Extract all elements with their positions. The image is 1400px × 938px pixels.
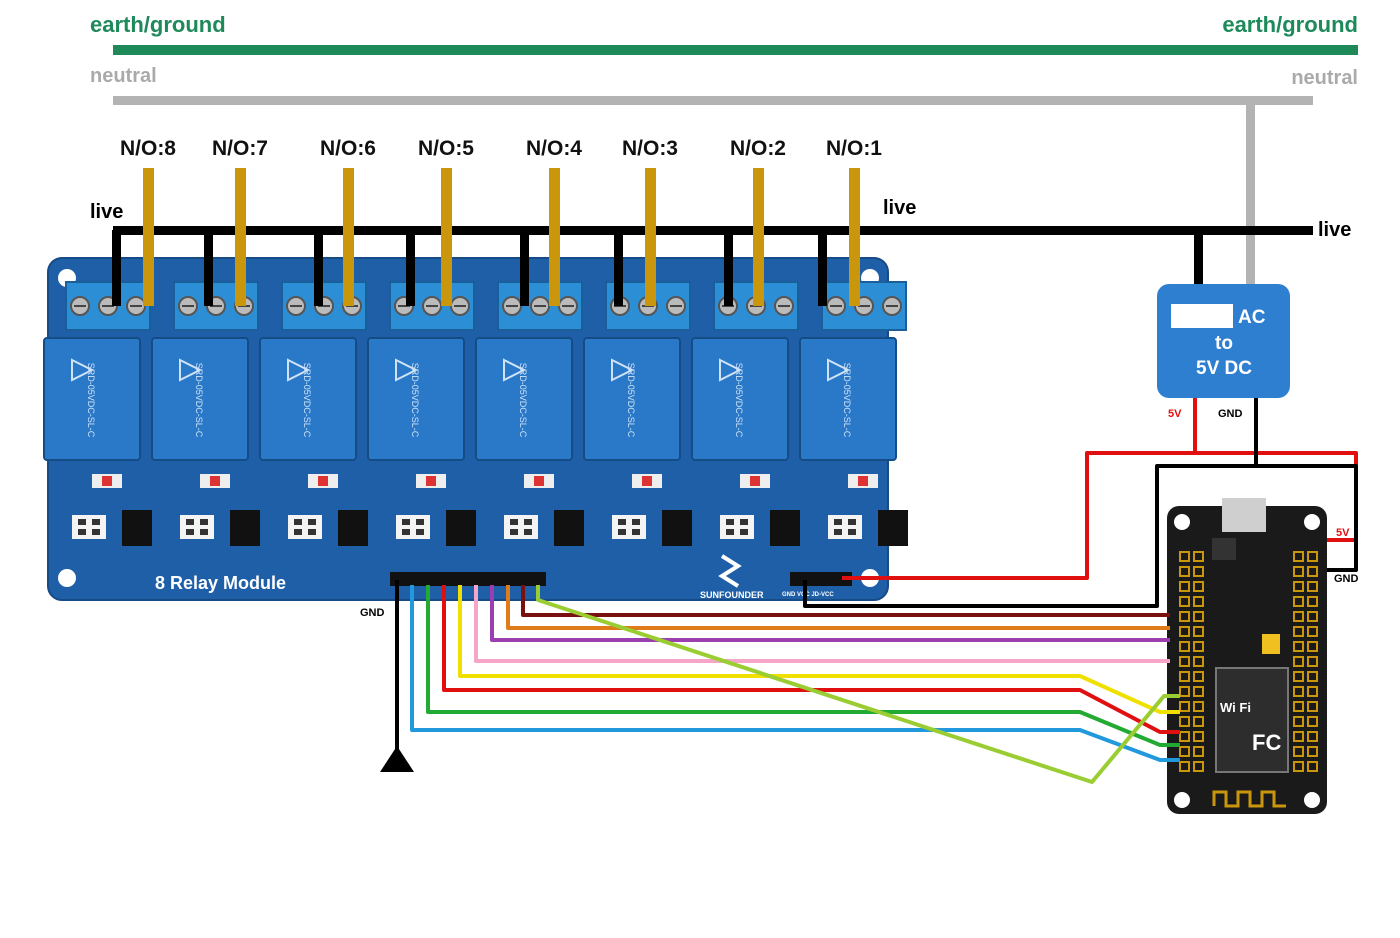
no-label-7: N/O:7 (212, 137, 268, 160)
voltage-highlight (1171, 304, 1233, 328)
psu-line2: to (1215, 333, 1233, 354)
no-label-3: N/O:3 (622, 137, 678, 160)
relay-part-number: SRD-05VDC-SL-C (302, 363, 312, 438)
signal-wire-in4 (458, 585, 1180, 714)
live-drop (818, 230, 827, 306)
live-drop (314, 230, 323, 306)
signal-wire-in8 (521, 585, 1170, 617)
relay-5: SRD-05VDC-SL-C (367, 281, 475, 461)
psu-5v-label: 5V (1168, 408, 1182, 420)
relay-1: SRD-05VDC-SL-C (799, 281, 907, 461)
earth-label-right: earth/ground (1222, 12, 1358, 37)
no-label-1: N/O:1 (826, 137, 882, 160)
no-label-4: N/O:4 (526, 137, 582, 160)
power-pins-label: GND VCC JD-VCC (782, 592, 834, 598)
psu-line1-highlight: 240 V (1177, 307, 1227, 328)
no-label-5: N/O:5 (418, 137, 474, 160)
neutral-rail: neutral neutral (90, 65, 1358, 286)
signal-wire-in5 (474, 585, 1170, 663)
no-wire (343, 168, 354, 306)
usb-connector (1222, 498, 1266, 532)
no-wire (645, 168, 656, 306)
signal-wire-in2 (426, 585, 1180, 747)
relay-module-title: 8 Relay Module (155, 573, 286, 593)
live-drop (614, 230, 623, 306)
no-label-8: N/O:8 (120, 137, 176, 160)
brand-label: SUNFOUNDER (700, 590, 764, 600)
no-label-6: N/O:6 (320, 137, 376, 160)
neutral-label-right: neutral (1291, 67, 1358, 89)
signal-wire-vcc (536, 585, 1180, 784)
no-wire (441, 168, 452, 306)
relay-part-number: SRD-05VDC-SL-C (626, 363, 636, 438)
live-drop (724, 230, 733, 306)
signal-header (390, 572, 546, 586)
wifi-text: Wi Fi (1220, 700, 1251, 715)
relay-gnd-pin-label: GND (360, 607, 385, 619)
live-label-right: live (1318, 219, 1351, 241)
relay-module: SRD-05VDC-SL-C SRD-05VDC-SL-C SRD-05VDC-SL… (43, 257, 908, 619)
relay-4: SRD-05VDC-SL-C (475, 281, 583, 461)
live-rail: live live live (90, 197, 1351, 286)
live-drop (520, 230, 529, 306)
fc-text: FC (1252, 730, 1281, 755)
psu-line3: 5V DC (1196, 358, 1252, 379)
no-wire (753, 168, 764, 306)
psu-gnd-label: GND (1218, 408, 1243, 420)
relay-part-number: SRD-05VDC-SL-C (86, 363, 96, 438)
neutral-label-left: neutral (90, 65, 157, 87)
ground-symbol (380, 580, 414, 772)
mcu-gnd-label: GND (1334, 573, 1359, 585)
earth-label-left: earth/ground (90, 12, 226, 37)
live-drop (406, 230, 415, 306)
power-wiring (803, 398, 1358, 608)
antenna-trace (1212, 790, 1286, 808)
live-drop (204, 230, 213, 306)
sunfounder-logo (718, 554, 742, 588)
relay-part-number: SRD-05VDC-SL-C (734, 363, 744, 438)
live-drop (112, 230, 121, 306)
no-wire (549, 168, 560, 306)
relay-part-number: SRD-05VDC-SL-C (842, 363, 852, 438)
signal-wire-in3 (442, 585, 1180, 734)
mcu-5v-label: 5V (1336, 527, 1350, 539)
relay-part-number: SRD-05VDC-SL-C (194, 363, 204, 438)
relay-8: SRD-05VDC-SL-C (43, 281, 151, 461)
live-label-mid: live (883, 197, 916, 219)
relay-part-number: SRD-05VDC-SL-C (518, 363, 528, 438)
signal-wire-in6 (490, 585, 1170, 642)
earth-rail: earth/ground earth/ground (90, 12, 1358, 55)
no-wire (143, 168, 154, 306)
power-supply: 240 V AC to 5V DC 5V GND (1157, 284, 1290, 420)
esp-board: Wi Fi FC 5V GND (1167, 498, 1359, 814)
signal-wire-in1 (410, 585, 1180, 762)
live-label-left: live (90, 201, 123, 223)
psu-line1-rest: AC (1238, 307, 1266, 328)
no-wire (849, 168, 860, 306)
signal-wire-in7 (506, 585, 1170, 630)
relay-part-number: SRD-05VDC-SL-C (410, 363, 420, 438)
no-label-2: N/O:2 (730, 137, 786, 160)
no-wire (235, 168, 246, 306)
